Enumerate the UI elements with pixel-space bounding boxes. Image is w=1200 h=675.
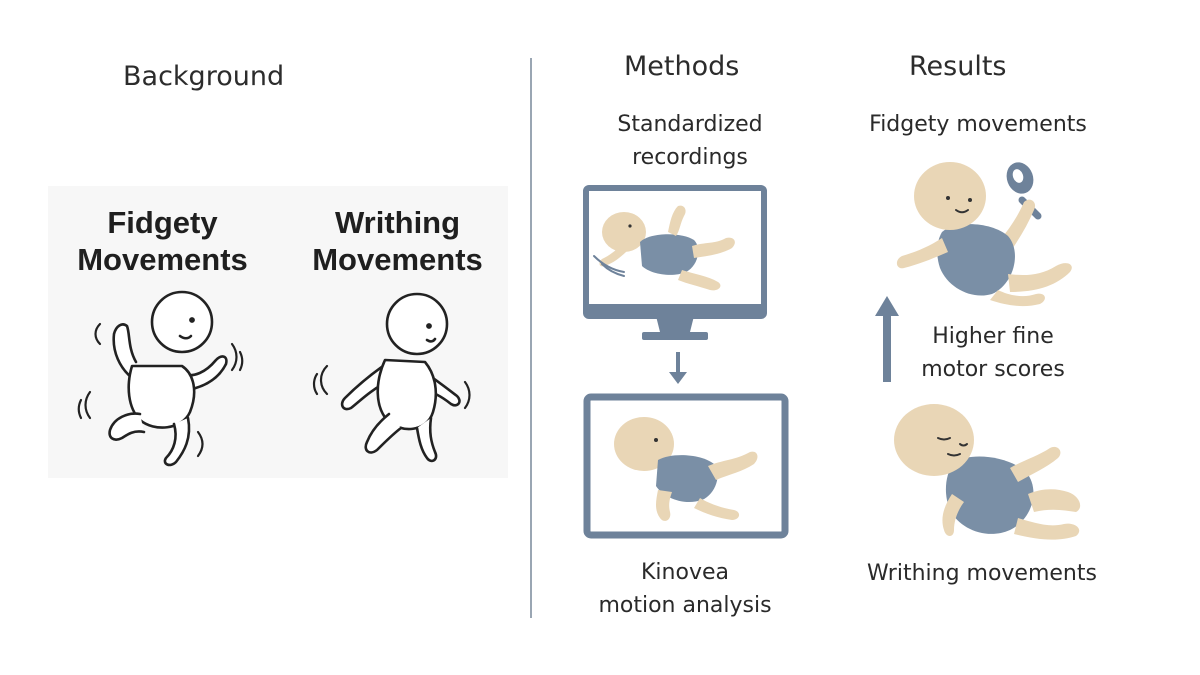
recording-monitor-illustration (583, 185, 767, 340)
recording-line2: recordings (632, 145, 748, 170)
score-line2: motor scores (921, 357, 1065, 382)
results-title: Results (909, 51, 1007, 82)
methods-title: Methods (624, 51, 740, 82)
background-title: Background (123, 61, 285, 92)
results-writhing-label: Writhing movements (867, 561, 1097, 586)
fidgety-motion-lines (77, 322, 244, 458)
fidgety-label-line2: Movements (77, 242, 248, 277)
writhing-baby-illustration (340, 292, 461, 463)
arrow-up-icon (875, 296, 899, 382)
writhing-baby-colored-illustration (894, 404, 1081, 540)
recording-line1: Standardized (617, 112, 763, 137)
higher-fine-motor-scores-label: Higher fine motor scores (908, 320, 1078, 386)
analysis-line2: motion analysis (598, 593, 772, 618)
arrow-down-icon (669, 352, 687, 384)
fidgety-baby-with-rattle-illustration (896, 162, 1072, 307)
kinovea-motion-analysis-label: Kinovea motion analysis (580, 556, 790, 622)
standardized-recordings-label: Standardized recordings (590, 108, 790, 174)
section-divider (530, 58, 532, 618)
score-line1: Higher fine (932, 324, 1054, 349)
writhing-motion-lines (312, 364, 471, 410)
analysis-line1: Kinovea (641, 560, 729, 585)
writhing-label-line1: Writhing (334, 205, 461, 240)
writhing-movements-label: Writhing Movements (305, 204, 490, 278)
kinovea-monitor-illustration (583, 393, 789, 539)
fidgety-label-line1: Fidgety (107, 205, 218, 240)
fidgety-baby-illustration (108, 290, 228, 467)
fidgety-movements-label: Fidgety Movements (70, 204, 255, 278)
results-fidgety-label: Fidgety movements (869, 112, 1087, 137)
writhing-label-line2: Movements (312, 242, 483, 277)
